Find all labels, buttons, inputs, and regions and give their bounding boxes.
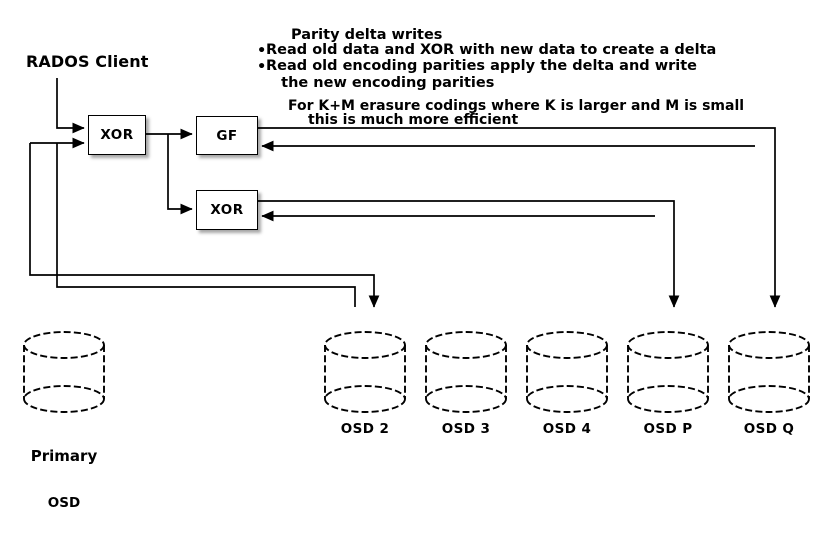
cylinder-osd-p [627, 331, 709, 413]
efficiency-note-line-1: For K+M erasure codings where K is large… [288, 98, 745, 114]
store-label-osd-q: OSD Q [743, 421, 795, 437]
node-xor-2[interactable]: XOR [196, 190, 258, 230]
parity-note-heading: Parity delta writes [291, 27, 443, 43]
node-xor-1[interactable]: XOR [88, 115, 146, 155]
efficiency-note-line-2: this is much more efficient [308, 112, 519, 128]
edge-rail-to-osd2 [29, 143, 380, 308]
edge-gf-to-osdq [257, 127, 781, 308]
node-gf-label: GF [216, 127, 238, 144]
edge-client-to-xor1 [56, 78, 85, 134]
node-xor-2-label: XOR [210, 202, 244, 218]
store-layer [23, 331, 810, 413]
parity-note-bullet-1: Read old data and XOR with new data to c… [266, 42, 717, 58]
store-label-primary-osd-line2: OSD [47, 494, 81, 511]
connector-layer [29, 78, 781, 308]
store-label-osd-2: OSD 2 [340, 421, 390, 437]
edge-rail-osd2-read [56, 143, 356, 307]
store-label-primary-osd: Primary OSD [14, 418, 114, 542]
diagram-canvas: XOR GF XOR RADOS Client Parity delta wri… [23, 27, 810, 510]
edge-xor1-split-down [167, 134, 193, 215]
store-label-osd-4: OSD 4 [542, 421, 592, 437]
node-xor-1-label: XOR [100, 127, 134, 143]
store-label-osd-3: OSD 3 [441, 421, 491, 437]
parity-note-bullet-2: Read old encoding parities apply the del… [266, 58, 697, 91]
bullet-glyph-1: • [257, 43, 267, 59]
store-label-osd-p: OSD P [643, 421, 693, 437]
bullet-glyph-2: • [257, 59, 267, 75]
cylinder-osd-4 [526, 331, 608, 413]
node-gf[interactable]: GF [196, 116, 258, 155]
cylinder-osd-q [728, 331, 810, 413]
edge-xor2-to-osdp [257, 200, 680, 308]
store-label-primary-osd-line1: Primary [30, 447, 98, 465]
cylinder-osd-2 [324, 331, 406, 413]
cylinder-primary-osd [23, 331, 105, 413]
client-label: RADOS Client [26, 52, 149, 71]
cylinder-osd-3 [425, 331, 507, 413]
